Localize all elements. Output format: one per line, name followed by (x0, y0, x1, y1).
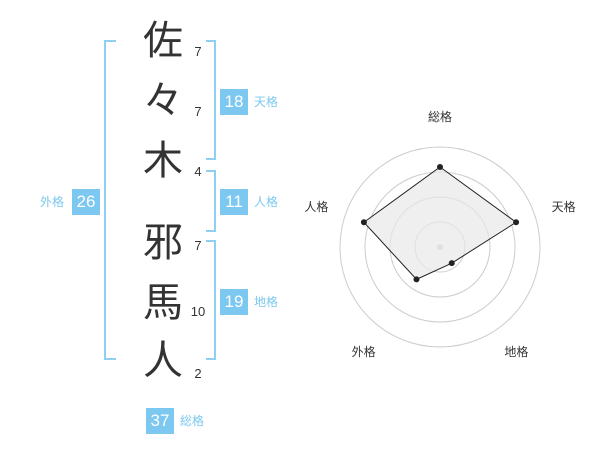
stroke-count-5: 10 (190, 304, 206, 319)
stroke-count-4: 7 (194, 238, 202, 253)
radar-axis-label: 人格 (304, 199, 328, 214)
radar-ring (414, 221, 466, 273)
radar-point (437, 164, 443, 170)
chikaku-badge: 19 (220, 289, 248, 315)
radar-ring (389, 196, 491, 298)
stroke-count-3: 4 (194, 164, 202, 179)
radar-point (360, 219, 367, 226)
name-char-5: 馬 (143, 280, 183, 326)
radar-point (513, 219, 520, 226)
name-char-3: 木 (143, 138, 183, 184)
name-char-2: 々 (143, 78, 183, 124)
radar-point (448, 260, 455, 267)
soukaku-label: 総格 (180, 414, 205, 428)
jinkaku-bracket (206, 170, 216, 232)
gaikaku-label: 外格 (40, 195, 65, 209)
soukaku-badge: 37 (146, 408, 174, 434)
name-char-4: 邪 (143, 220, 183, 266)
gaikaku-bracket (104, 40, 116, 360)
gaikaku-badge: 26 (72, 189, 100, 215)
stroke-count-1: 7 (194, 44, 202, 59)
radar-axis-label: 総格 (428, 109, 452, 124)
stroke-count-6: 2 (194, 366, 202, 381)
radar-axis-label: 外格 (352, 344, 376, 359)
chikaku-bracket (206, 240, 216, 360)
radar-axis-label: 天格 (552, 199, 576, 214)
tenkaku-label: 天格 (254, 95, 279, 109)
radar-ring (364, 171, 516, 323)
radar-area (363, 166, 517, 280)
name-char-1: 佐 (143, 18, 183, 64)
radar-axis-label: 地格 (504, 344, 528, 359)
name-char-6: 人 (143, 338, 183, 384)
tenkaku-bracket (206, 40, 216, 160)
tenkaku-badge: 18 (220, 89, 248, 115)
radar-point (413, 276, 420, 283)
jinkaku-label: 人格 (254, 195, 279, 209)
stroke-count-2: 7 (194, 104, 202, 119)
radar-center-dot (437, 244, 443, 250)
jinkaku-badge: 11 (220, 189, 248, 215)
chikaku-label: 地格 (254, 295, 279, 309)
radar-ring (339, 146, 541, 348)
